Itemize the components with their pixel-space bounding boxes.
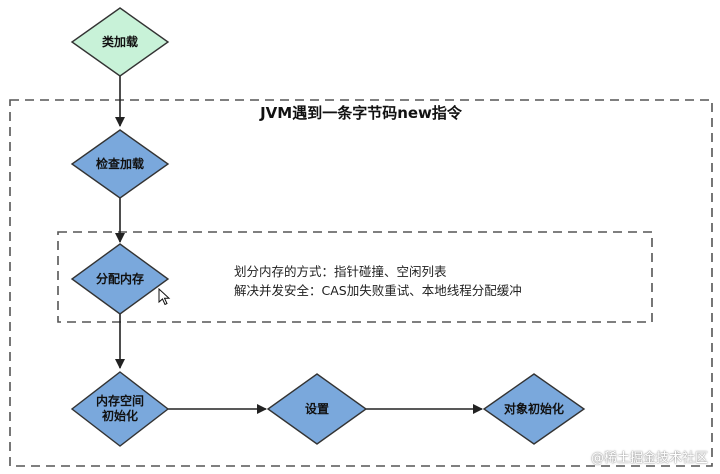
inner-dashed-frame [57, 231, 653, 323]
node-class-loading-label: 类加载 [101, 34, 138, 49]
node-setup-shape[interactable] [266, 373, 368, 445]
node-init-memory-label-line1: 内存空间 [95, 394, 144, 408]
node-class-loading-shape[interactable] [70, 7, 170, 77]
outer-dashed-frame [9, 99, 713, 467]
node-allocate-memory-shape[interactable] [70, 243, 170, 315]
node-setup-label: 设置 [304, 401, 329, 416]
node-object-init-shape[interactable] [482, 373, 586, 445]
node-init-memory-label-line2: 初始化 [101, 409, 138, 423]
node-init-memory-label: 内存空间 初始化 [72, 393, 168, 425]
watermark: @稀土掘金技术社区 [590, 451, 708, 466]
mouse-pointer-icon [158, 288, 171, 306]
frame-title: JVM遇到一条字节码new指令 [260, 104, 462, 122]
node-object-init-label: 对象初始化 [503, 401, 564, 416]
note-line-1: 划分内存的方式：指针碰撞、空闲列表 [234, 264, 447, 279]
node-allocate-memory-label: 分配内存 [95, 271, 144, 286]
node-check-loading-shape[interactable] [70, 129, 170, 199]
node-check-loading-label: 检查加载 [95, 156, 144, 171]
node-init-memory-shape[interactable] [70, 371, 170, 447]
note-line-2: 解决并发安全：CAS加失败重试、本地线程分配缓冲 [234, 283, 522, 298]
